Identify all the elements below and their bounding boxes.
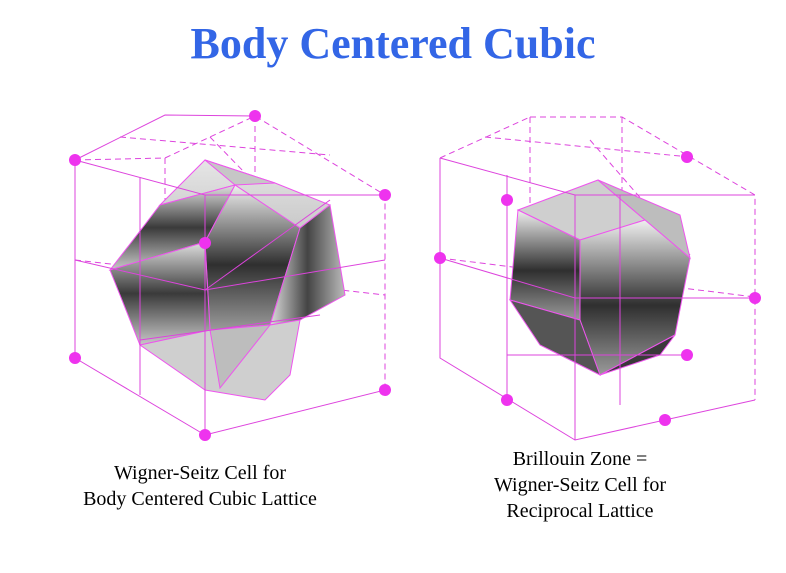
caption-line: Wigner-Seitz Cell for (493, 474, 667, 496)
page-title: Body Centered Cubic (190, 19, 596, 68)
caption-left: Wigner-Seitz Cell for Body Centered Cubi… (40, 460, 360, 512)
lattice-points-left (69, 110, 391, 441)
caption-line: Body Centered Cubic Lattice (83, 488, 317, 510)
lattice-point (199, 237, 211, 249)
caption-line: Reciprocal Lattice (506, 500, 654, 522)
lattice-front-edges (74, 114, 386, 436)
caption-line: Wigner-Seitz Cell for (113, 462, 287, 484)
lattice-point (501, 394, 513, 406)
brillouin-zone-figure (434, 116, 761, 441)
lattice-point (501, 194, 513, 206)
lattice-point (681, 349, 693, 361)
truncated-octahedron (108, 159, 346, 401)
lattice-point (659, 414, 671, 426)
lattice-point (379, 189, 391, 201)
lattice-point (749, 292, 761, 304)
caption-line: Brillouin Zone = (512, 448, 648, 470)
lattice-point (681, 151, 693, 163)
lattice-points-right (434, 151, 761, 426)
rhombic-dodecahedron (508, 179, 691, 377)
caption-right: Brillouin Zone = Wigner-Seitz Cell for R… (430, 446, 730, 524)
wigner-seitz-cell-figure (69, 110, 391, 441)
lattice-point (379, 384, 391, 396)
lattice-point (199, 429, 211, 441)
lattice-point (434, 252, 446, 264)
lattice-point (69, 352, 81, 364)
lattice-point (69, 154, 81, 166)
lattice-point (249, 110, 261, 122)
